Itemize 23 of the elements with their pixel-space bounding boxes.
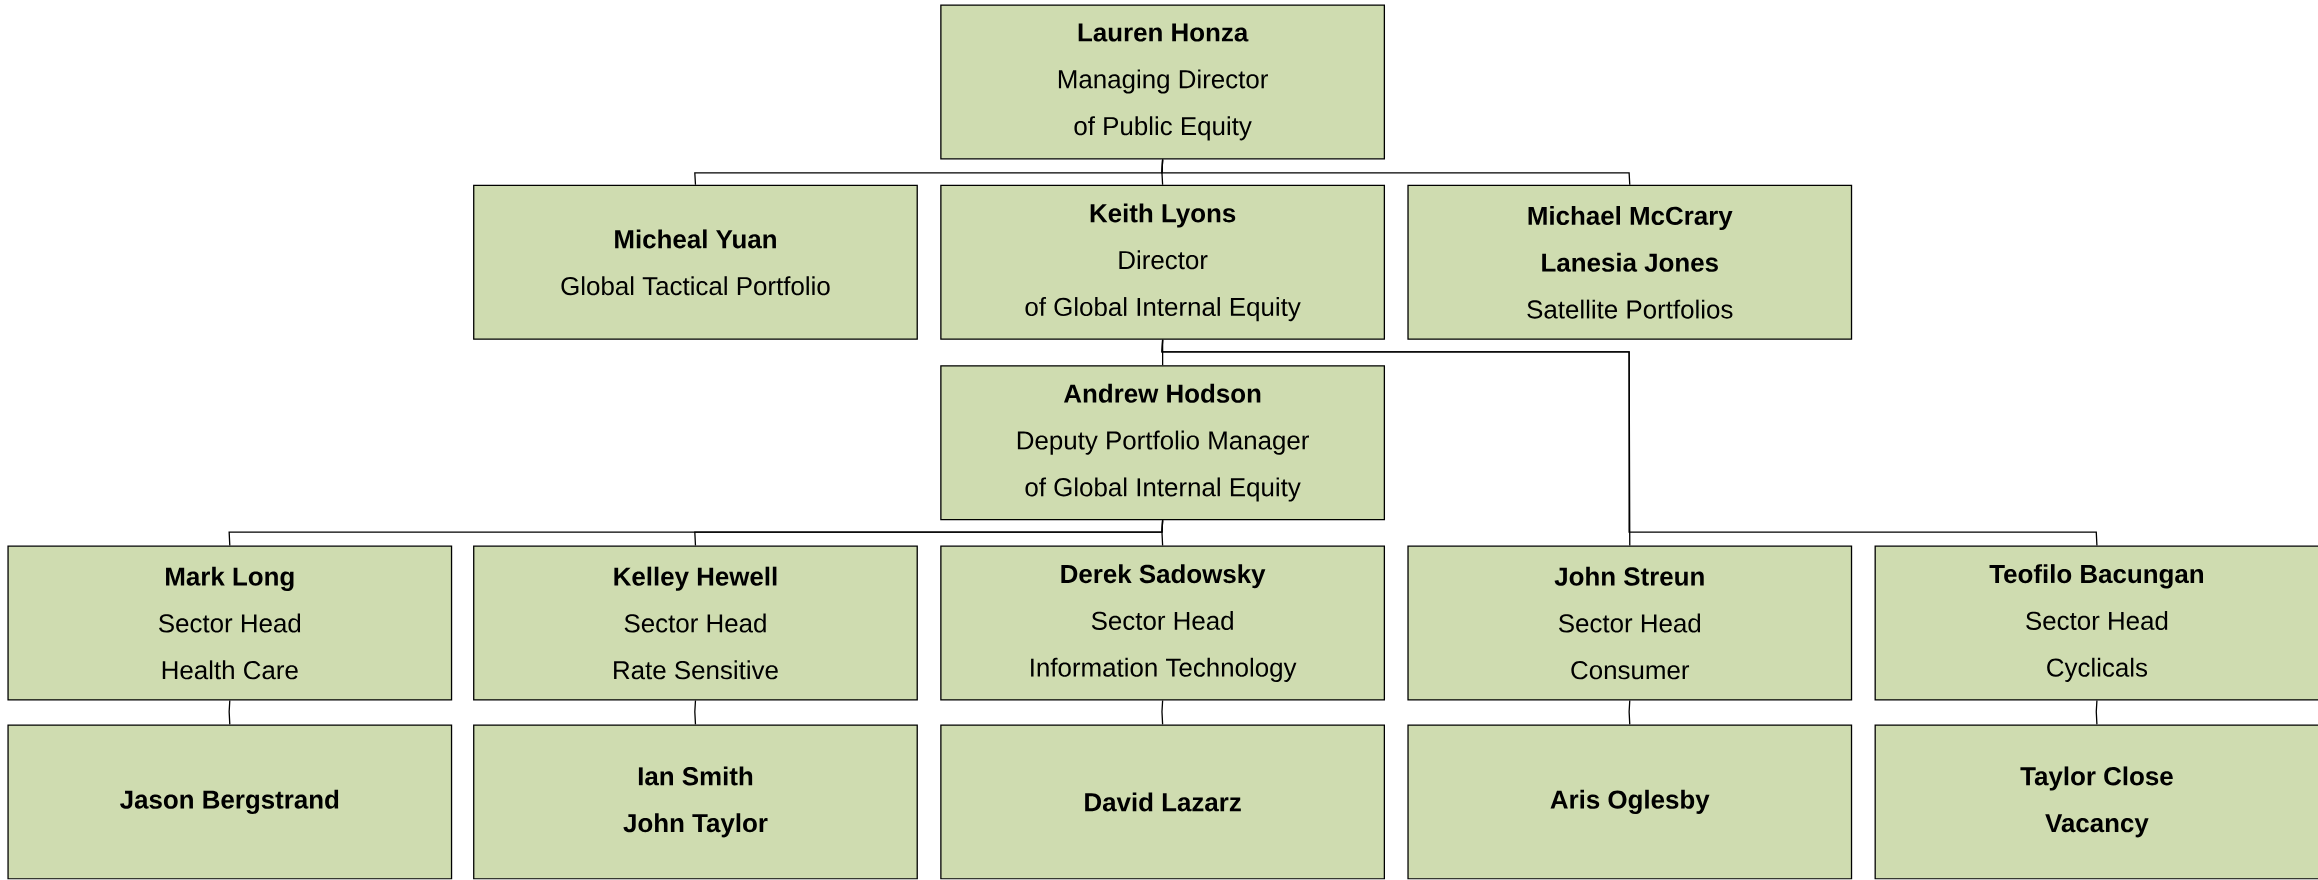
person-box: Mark Long Sector Head Health Care bbox=[7, 545, 453, 701]
connector-line bbox=[228, 700, 231, 726]
connector-line bbox=[1161, 700, 1164, 726]
person-box: John Streun Sector Head Consumer bbox=[1407, 545, 1853, 701]
connector-line bbox=[1161, 519, 1164, 547]
person-box: Aris Oglesby bbox=[1407, 724, 1853, 880]
person-box: Teofilo Bacungan Sector Head Cyclicals bbox=[1874, 545, 2318, 701]
person-box: Derek Sadowsky Sector Head Information Technology bbox=[940, 545, 1385, 701]
person-box: Ian Smith John Taylor bbox=[473, 724, 918, 880]
person-box: Micheal Yuan Global Tactical Portfolio bbox=[473, 185, 918, 341]
connector-line bbox=[1161, 159, 1631, 186]
connector-line bbox=[1628, 700, 1631, 726]
person-box: Keith Lyons Director of Global Internal Equity bbox=[940, 185, 1385, 341]
connector-line bbox=[1161, 339, 2098, 547]
person-box: Andrew Hodson Deputy Portfolio Manager of Global Internal Equity bbox=[940, 365, 1385, 521]
person-box: Kelley Hewell Sector Head Rate Sensitive bbox=[473, 545, 918, 701]
person-box: Michael McCrary Lanesia Jones Satellite Portfolios bbox=[1407, 185, 1853, 341]
connector-line bbox=[694, 700, 697, 726]
person-box: Taylor Close Vacancy bbox=[1874, 724, 2318, 880]
person-box: Jason Bergstrand bbox=[7, 724, 453, 880]
person-box: David Lazarz bbox=[940, 724, 1385, 880]
connector-line bbox=[2095, 700, 2098, 726]
person-box: Lauren Honza Managing Director of Public Equity bbox=[940, 4, 1385, 160]
